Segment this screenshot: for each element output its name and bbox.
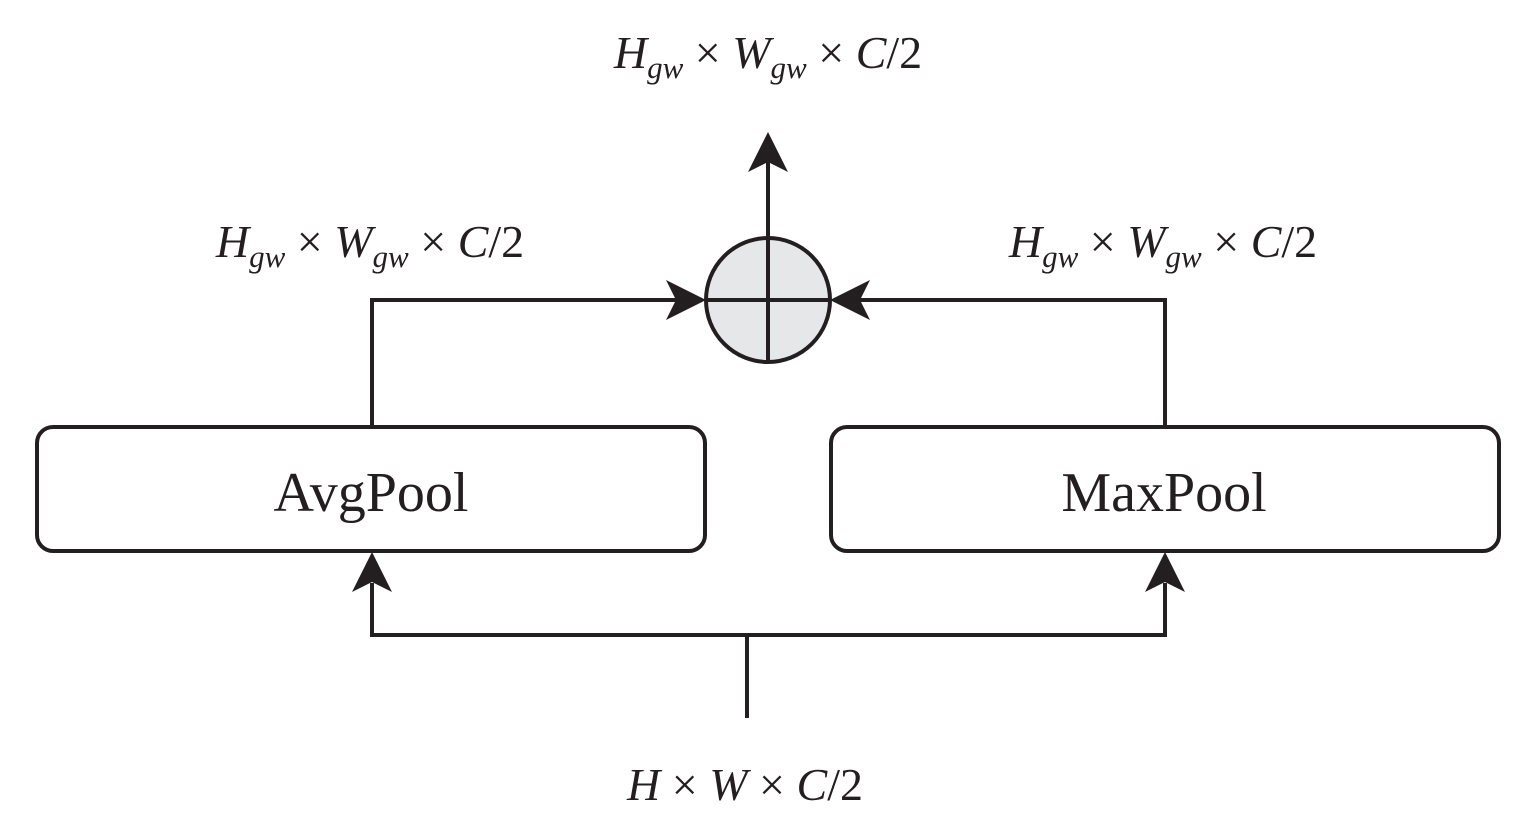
arrowhead-into-maxpool — [1145, 552, 1185, 592]
avgpool-output-dimension-label: Hgw × Wgw × C/2 — [215, 216, 524, 274]
maxpool-output-dimension-label: Hgw × Wgw × C/2 — [1008, 216, 1317, 274]
input-dimension-label: H × W × C/2 — [626, 759, 863, 810]
final-output-dimension-label: Hgw × Wgw × C/2 — [613, 27, 922, 85]
sum-node — [704, 236, 832, 364]
arrowhead-into-sum-left — [666, 280, 706, 320]
arrowhead-output — [748, 132, 788, 172]
arrowhead-into-sum-right — [830, 280, 870, 320]
maxpool-to-sum-line — [860, 298, 1167, 427]
maxpool-label: MaxPool — [1061, 462, 1266, 524]
avgpool-label: AvgPool — [274, 462, 469, 524]
arrowhead-into-avgpool — [352, 552, 392, 592]
avgpool-to-sum-line — [370, 298, 676, 427]
input-split-line — [370, 583, 1167, 637]
